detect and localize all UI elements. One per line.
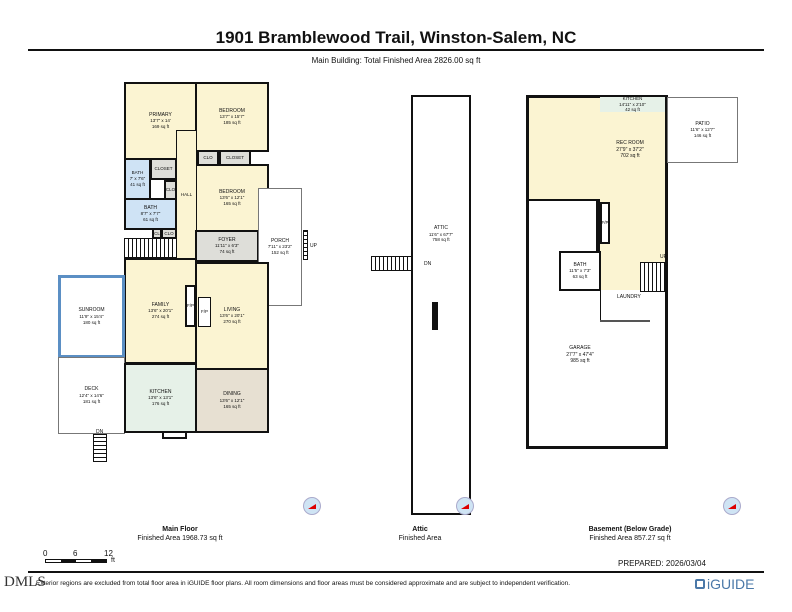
attic-chimney	[432, 302, 438, 330]
iguide-logo-icon	[695, 579, 705, 589]
dmls-watermark: DMLS	[4, 574, 46, 590]
dn-label: DN	[96, 429, 104, 435]
dn-label: DN	[424, 261, 432, 267]
scale-tick: 6	[73, 549, 78, 558]
compass-icon	[723, 497, 741, 515]
up-label: UP	[660, 254, 667, 260]
closet-clo: CLO	[164, 180, 177, 200]
fireplace: F/P	[185, 285, 196, 327]
iguide-logo: iGUIDE	[695, 576, 754, 592]
title-divider	[28, 49, 764, 51]
basement-stairs	[640, 262, 666, 292]
basement-caption: Basement (Below Grade)Finished Area 857.…	[588, 526, 672, 543]
scale-tick: 12	[104, 549, 113, 558]
wall	[600, 290, 601, 322]
footer-divider	[28, 571, 764, 573]
prepared-date: PREPARED: 2026/03/04	[618, 559, 706, 568]
scale-graphic	[45, 559, 107, 563]
fireplace: F/P	[198, 297, 211, 327]
porch-steps	[303, 230, 308, 260]
wall	[527, 199, 599, 201]
scale-unit: ft	[111, 557, 115, 564]
disclaimer: Exterior regions are excluded from total…	[36, 580, 571, 587]
scale-tick: 0	[43, 549, 48, 558]
attic-stairs	[371, 256, 412, 271]
rec-room-fill	[529, 98, 665, 200]
wall	[600, 320, 650, 322]
main-stairs	[124, 238, 177, 258]
compass-icon	[303, 497, 321, 515]
total-area-subtitle: Main Building: Total Finished Area 2826.…	[311, 56, 481, 65]
compass-icon	[456, 497, 474, 515]
deck-stairs	[93, 434, 107, 462]
page-title: 1901 Bramblewood Trail, Winston-Salem, N…	[215, 28, 577, 47]
bay-window	[162, 431, 187, 439]
up-label: UP	[310, 243, 317, 249]
hallway: HALL	[176, 130, 197, 260]
wall	[596, 199, 600, 259]
closet: CLOSET	[150, 158, 177, 180]
basement-fireplace: F/P	[600, 202, 610, 244]
laundry-label: LAUNDRY	[617, 294, 641, 300]
